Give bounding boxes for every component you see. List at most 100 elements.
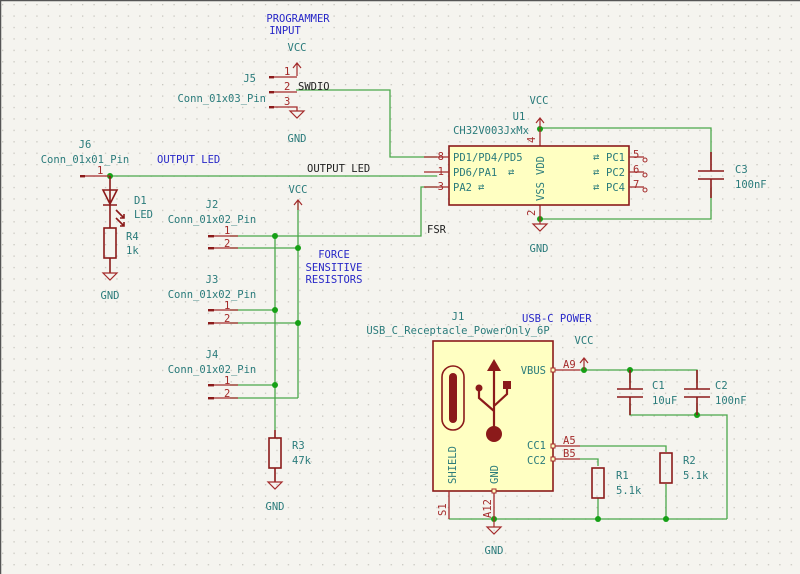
led-symbol-icon — [101, 176, 119, 228]
pin-number: 2 — [224, 238, 230, 250]
net-label-output-led[interactable]: OUTPUT LED — [307, 163, 370, 175]
u1-left-pins — [424, 156, 449, 188]
note-resistors: RESISTORS — [306, 274, 363, 286]
r3-value: 47k — [292, 455, 312, 467]
pin-name: PC1 — [606, 152, 625, 164]
pin-number: 7 — [633, 179, 639, 191]
c2-value: 100nF — [715, 395, 747, 407]
component-r3[interactable]: R3 47k GND — [266, 430, 312, 513]
gnd-symbol-icon — [531, 219, 549, 232]
component-u1[interactable]: VCC U1 CH32V003JxMx 4 2 8 1 3 PD1/PD4/PD… — [424, 95, 648, 255]
component-j6[interactable]: J6 Conn_01x01_Pin 1 — [41, 139, 130, 178]
junction — [595, 516, 601, 522]
pin-number: 2 — [284, 81, 290, 93]
power-vcc-label: VCC — [289, 184, 308, 196]
r2-value: 5.1k — [683, 470, 709, 482]
pin-number: A12 — [482, 499, 494, 518]
pin-name: CC1 — [527, 440, 546, 452]
junction — [295, 245, 301, 251]
pin-stub — [208, 309, 214, 312]
pin-number: 8 — [438, 151, 444, 163]
c3-ref: C3 — [735, 164, 748, 176]
wire-vdd-c3[interactable] — [540, 127, 712, 160]
pin-number: 5 — [633, 149, 639, 161]
no-connect-icon — [642, 157, 648, 163]
wire-swdio[interactable] — [296, 89, 437, 158]
note-programmer-input: INPUT — [269, 25, 301, 37]
component-j2[interactable]: VCC J2 Conn_01x02_Pin 1 2 — [168, 184, 308, 250]
j5-pins — [270, 76, 298, 111]
bidir-pin-icon: ⇄ — [593, 166, 599, 178]
j5-value: Conn_01x03_Pin — [177, 93, 266, 105]
component-r2[interactable]: R2 5.1k — [659, 452, 709, 484]
component-c2[interactable]: C2 100nF — [684, 370, 747, 415]
resistor-symbol-icon — [659, 452, 673, 484]
component-d1[interactable]: D1 LED — [101, 176, 153, 228]
net-label-fsr[interactable]: FSR — [427, 224, 447, 236]
u1-right-pins — [629, 156, 644, 188]
wire-vss-c3[interactable] — [540, 188, 712, 220]
pin-name: GND — [489, 465, 501, 484]
power-gnd-label: GND — [101, 290, 120, 302]
pin-stub — [269, 106, 274, 109]
pin-number: A9 — [563, 359, 576, 371]
junction — [272, 233, 278, 239]
resistor-symbol-icon — [591, 467, 605, 499]
component-c1[interactable]: C1 10uF — [617, 370, 677, 415]
gnd-symbol-icon — [266, 481, 284, 490]
pin-number: 1 — [224, 225, 230, 237]
component-r1[interactable]: R1 5.1k — [591, 467, 642, 499]
j3-ref: J3 — [206, 274, 219, 286]
c3-value: 100nF — [735, 179, 767, 191]
r1-value: 5.1k — [616, 485, 642, 497]
pin-stub — [208, 397, 214, 400]
pin-stub — [208, 384, 214, 387]
pin-name: PA2 — [453, 182, 472, 194]
component-j4[interactable]: J4 Conn_01x02_Pin 1 2 — [168, 349, 257, 400]
pin-number: 3 — [438, 181, 444, 193]
r1-ref: R1 — [616, 470, 629, 482]
note-output-led: OUTPUT LED — [157, 154, 220, 166]
power-vcc-label: VCC — [575, 335, 594, 347]
bidir-pin-icon: ⇄ — [478, 181, 484, 193]
capacitor-symbol-icon — [617, 388, 643, 398]
j3-value: Conn_01x02_Pin — [168, 289, 257, 301]
wire-cc2[interactable] — [580, 458, 599, 466]
pin-number: 1 — [97, 165, 103, 177]
pin-stub — [208, 235, 214, 238]
bidir-pin-icon: ⇄ — [508, 166, 514, 178]
bidir-pin-icon: ⇄ — [593, 181, 599, 193]
u1-ref: U1 — [513, 111, 526, 123]
d1-value: LED — [134, 209, 153, 221]
usb-logo-icon — [475, 359, 511, 442]
pin-stub — [269, 76, 274, 79]
r2-ref: R2 — [683, 455, 696, 467]
c1-ref: C1 — [652, 380, 665, 392]
c2-ref: C2 — [715, 380, 728, 392]
r3-ref: R3 — [292, 440, 305, 452]
component-r4[interactable]: R4 1k GND — [101, 227, 140, 302]
gnd-symbol-icon — [288, 110, 306, 119]
component-c3[interactable]: C3 100nF — [698, 152, 767, 198]
component-j3[interactable]: J3 Conn_01x02_Pin 1 2 — [168, 274, 257, 325]
d1-ref: D1 — [134, 195, 147, 207]
pin-name: PC4 — [606, 182, 625, 194]
usb-c-tongue-icon — [449, 373, 457, 423]
pin-name: PD1/PD4/PD5 — [453, 152, 523, 164]
pin-number: B5 — [563, 448, 576, 460]
component-j1[interactable]: J1 USB_C_Receptacle_PowerOnly_6P VBUS CC… — [366, 311, 593, 557]
pin-name: VBUS — [521, 365, 546, 377]
vcc-arrow-icon — [292, 62, 302, 76]
u1-value: CH32V003JxMx — [453, 125, 529, 137]
j6-ref: J6 — [79, 139, 92, 151]
pin-stub — [208, 322, 214, 325]
pin-name: CC2 — [527, 455, 546, 467]
component-j5[interactable]: VCC J5 Conn_01x03_Pin 1 2 3 GND — [177, 42, 306, 145]
vcc-arrow-icon — [579, 357, 589, 370]
net-label-swdio[interactable]: SWDIO — [298, 81, 330, 93]
no-connect-icon — [642, 172, 648, 178]
note-sensitive: SENSITIVE — [306, 262, 363, 274]
power-gnd-label: GND — [530, 243, 549, 255]
wire-cc1[interactable] — [580, 445, 667, 452]
